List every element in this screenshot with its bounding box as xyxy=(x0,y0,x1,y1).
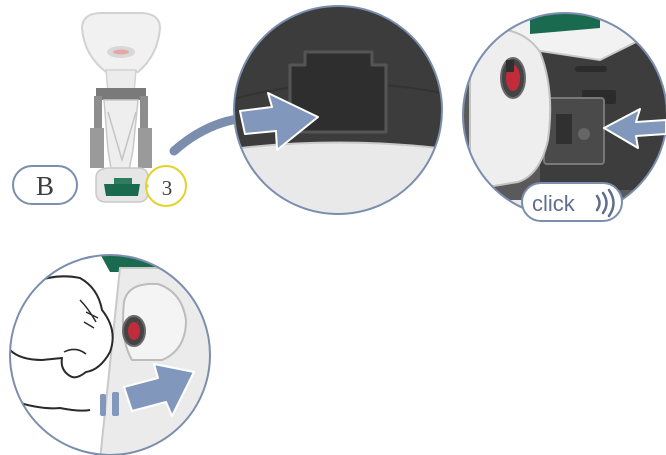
part-label-b: B xyxy=(13,166,77,204)
base-overview-illustration xyxy=(82,13,160,202)
click-sound-badge: click xyxy=(522,183,622,221)
svg-text:3: 3 xyxy=(162,176,173,200)
svg-text:click: click xyxy=(532,191,576,216)
hand-push-circle xyxy=(0,250,220,455)
slot-detail-circle xyxy=(225,0,455,230)
svg-text:B: B xyxy=(36,171,54,201)
step-number-badge: 3 xyxy=(146,166,186,206)
